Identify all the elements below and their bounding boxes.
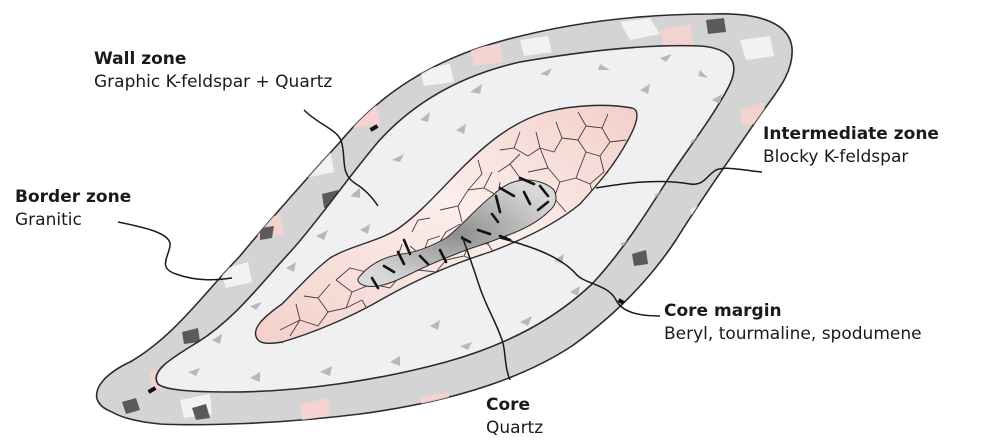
border-zone-leader — [118, 222, 232, 280]
intermediate-zone-title: Intermediate zone — [763, 123, 939, 146]
core-margin-label: Core margin Beryl, tourmaline, spodumene — [664, 300, 922, 346]
core-margin-title: Core margin — [664, 300, 922, 323]
core-description: Quartz — [486, 417, 543, 440]
core-label: Core Quartz — [486, 394, 543, 440]
intermediate-zone-description: Blocky K-feldspar — [763, 146, 939, 169]
border-zone-label: Border zone Granitic — [15, 186, 131, 232]
intermediate-zone-label: Intermediate zone Blocky K-feldspar — [763, 123, 939, 169]
core-title: Core — [486, 394, 543, 417]
wall-zone-label: Wall zone Graphic K-feldspar + Quartz — [94, 48, 332, 94]
border-zone-title: Border zone — [15, 186, 131, 209]
border-zone-description: Granitic — [15, 209, 131, 232]
core-margin-description: Beryl, tourmaline, spodumene — [664, 323, 922, 346]
wall-zone-description: Graphic K-feldspar + Quartz — [94, 71, 332, 94]
wall-zone-title: Wall zone — [94, 48, 332, 71]
